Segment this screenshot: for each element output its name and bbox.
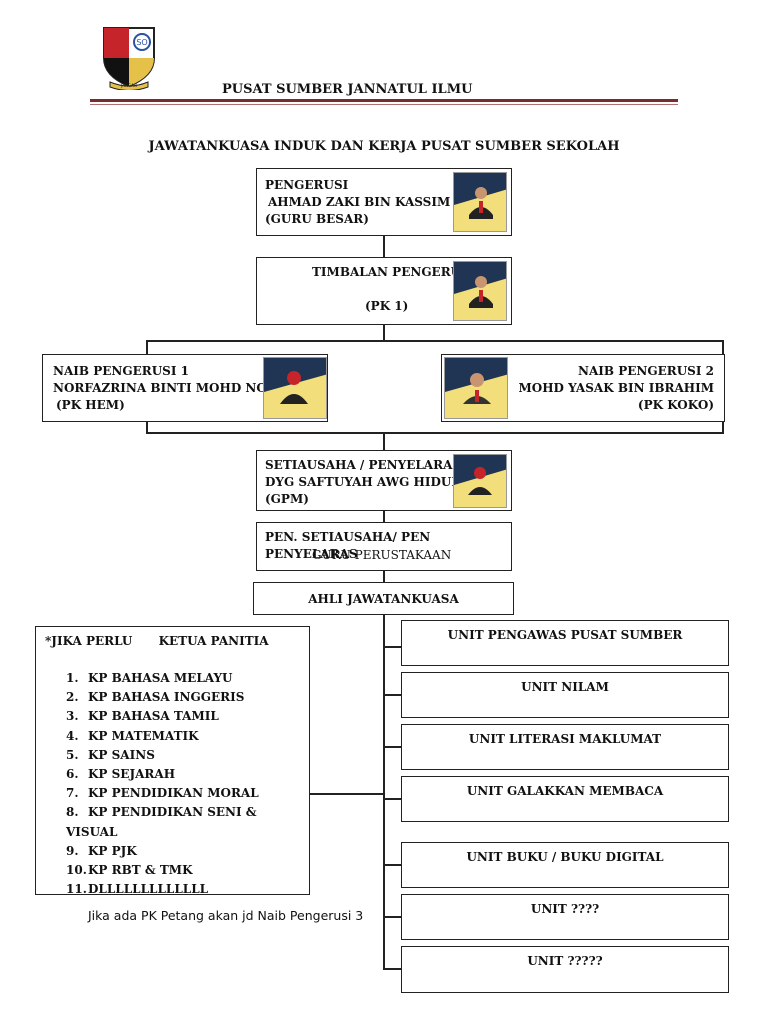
timbalan-box: TIMBALAN PENGERU (PK 1): [256, 257, 512, 325]
list-item: 11.DLLLLLLLLLLLLL: [66, 882, 209, 897]
panitia-box: *JIKA PERLU KETUA PANITIA 1.KP BAHASA ME…: [35, 626, 310, 896]
unit-label: UNIT BUKU / BUKU DIGITAL: [466, 850, 664, 864]
school-name: PUSAT SUMBER JANNATUL ILMU: [222, 82, 473, 97]
timbalan-note: (PK 1): [365, 299, 409, 313]
list-item: 1.KP BAHASA MELAYU: [66, 671, 233, 685]
pengerusi-box: PENGERUSI AHMAD ZAKI BIN KASSIM (GURU BE…: [256, 168, 512, 236]
setiausaha-name: DYG SAFTUYAH AWG HIDUP: [265, 475, 461, 489]
unit-label: UNIT ????: [530, 902, 600, 916]
connector-units-spine: [383, 614, 385, 970]
list-item: 5.KP SAINS: [66, 747, 155, 762]
unit-box-1: UNIT PENGAWAS PUSAT SUMBER: [401, 620, 729, 666]
connector-unit-1: [383, 646, 401, 648]
list-item: 4.KP MATEMATIK: [66, 728, 199, 743]
connector-naib2-right-bottom: [722, 421, 724, 433]
setiausaha-note: (GPM): [265, 492, 309, 506]
connector-naib1-left-bottom: [146, 421, 148, 433]
unit-label: UNIT PENGAWAS PUSAT SUMBER: [447, 628, 683, 642]
connector-naib-bottom-bar: [146, 432, 724, 434]
unit-box-5: UNIT BUKU / BUKU DIGITAL: [401, 842, 729, 888]
ahli-label: AHLI JAWATANKUASA: [308, 592, 459, 606]
naib1-role: NAIB PENGERUSI 1: [53, 364, 189, 378]
pengerusi-role: PENGERUSI: [265, 178, 349, 192]
connector-timbalan-down: [383, 324, 385, 340]
connector-naib2-right: [722, 340, 724, 354]
naib2-role: NAIB PENGERUSI 2: [578, 364, 714, 378]
list-item: 3.KP BAHASA TAMIL: [66, 709, 219, 724]
unit-box-6: UNIT ????: [401, 894, 729, 940]
logo-banner-text: JANGAN: [120, 83, 137, 88]
timbalan-role: TIMBALAN PENGERU: [312, 265, 462, 279]
naib2-photo: [444, 357, 508, 419]
pen-setiausaha-box: PEN. SETIAUSAHA/ PEN PENYELARAS GURU PER…: [256, 522, 512, 571]
page-title: JAWATANKUASA INDUK DAN KERJA PUSAT SUMBE…: [148, 139, 620, 154]
naib2-name: MOHD YASAK BIN IBRAHIM: [518, 381, 714, 395]
list-item: 9.KP PJK: [66, 843, 137, 858]
pengerusi-name: AHMAD ZAKI BIN KASSIM: [268, 195, 451, 209]
unit-label: UNIT GALAKKAN MEMBACA: [466, 784, 664, 798]
footnote: Jika ada PK Petang akan jd Naib Pengerus…: [88, 908, 364, 923]
connector-pengerusi-timbalan: [383, 235, 385, 257]
ahli-box: AHLI JAWATANKUASA: [253, 582, 514, 615]
setiausaha-role: SETIAUSAHA / PENYELARAS: [265, 458, 462, 472]
list-item: 10.KP RBT & TMK: [66, 863, 193, 878]
logo-badge-text: SO: [136, 38, 147, 47]
connector-naib-top-bar: [146, 340, 724, 342]
connector-unit-3: [383, 746, 401, 748]
unit-box-3: UNIT LITERASI MAKLUMAT: [401, 724, 729, 770]
connector-pen-ahli: [383, 570, 385, 582]
panitia-heading: KETUA PANITIA: [158, 634, 269, 648]
panitia-list: 1.KP BAHASA MELAYU 2.KP BAHASA INGGERIS …: [66, 669, 309, 899]
list-item: 2.KP BAHASA INGGERIS: [66, 690, 245, 705]
naib1-photo: [263, 357, 327, 419]
naib2-note: (PK KOKO): [637, 398, 714, 412]
list-item: 6.KP SEJARAH: [66, 767, 176, 782]
unit-box-4: UNIT GALAKKAN MEMBACA: [401, 776, 729, 822]
list-item: 8.KP PENDIDIKAN SENI & VISUAL: [66, 805, 257, 839]
connector-naib1-left: [146, 340, 148, 354]
header-divider-thin: [90, 104, 678, 105]
connector-setiausaha-pen: [383, 510, 385, 522]
list-item: 7.KP PENDIDIKAN MORAL: [66, 786, 259, 801]
connector-unit-7: [383, 968, 401, 970]
unit-label: UNIT ?????: [527, 954, 603, 968]
pengerusi-note: (GURU BESAR): [265, 212, 369, 226]
setiausaha-photo: [453, 454, 507, 508]
connector-unit-5: [383, 864, 401, 866]
pen-setiausaha-note: GURU PERUSTAKAAN: [312, 548, 452, 562]
school-logo: SO JANGAN: [100, 24, 158, 91]
panitia-heading-prefix: *JIKA PERLU: [45, 634, 133, 648]
header-divider: [90, 99, 678, 102]
naib1-box: NAIB PENGERUSI 1 NORFAZRINA BINTI MOHD N…: [42, 354, 328, 422]
pen-setiausaha-role: PEN. SETIAUSAHA/ PEN PENYELARAS: [265, 530, 431, 561]
unit-box-7: UNIT ?????: [401, 946, 729, 993]
unit-label: UNIT NILAM: [521, 680, 609, 694]
naib1-name: NORFAZRINA BINTI MOHD NOR: [53, 381, 277, 395]
naib1-note: (PK HEM): [56, 398, 125, 412]
timbalan-photo: [453, 261, 507, 321]
unit-label: UNIT LITERASI MAKLUMAT: [468, 732, 662, 746]
connector-panitia: [309, 793, 385, 795]
connector-unit-4: [383, 798, 401, 800]
connector-unit-6: [383, 916, 401, 918]
unit-box-2: UNIT NILAM: [401, 672, 729, 718]
connector-to-setiausaha: [383, 432, 385, 450]
pengerusi-photo: [453, 172, 507, 232]
naib2-box: NAIB PENGERUSI 2 MOHD YASAK BIN IBRAHIM …: [441, 354, 725, 422]
connector-unit-2: [383, 694, 401, 696]
setiausaha-box: SETIAUSAHA / PENYELARAS DYG SAFTUYAH AWG…: [256, 450, 512, 511]
